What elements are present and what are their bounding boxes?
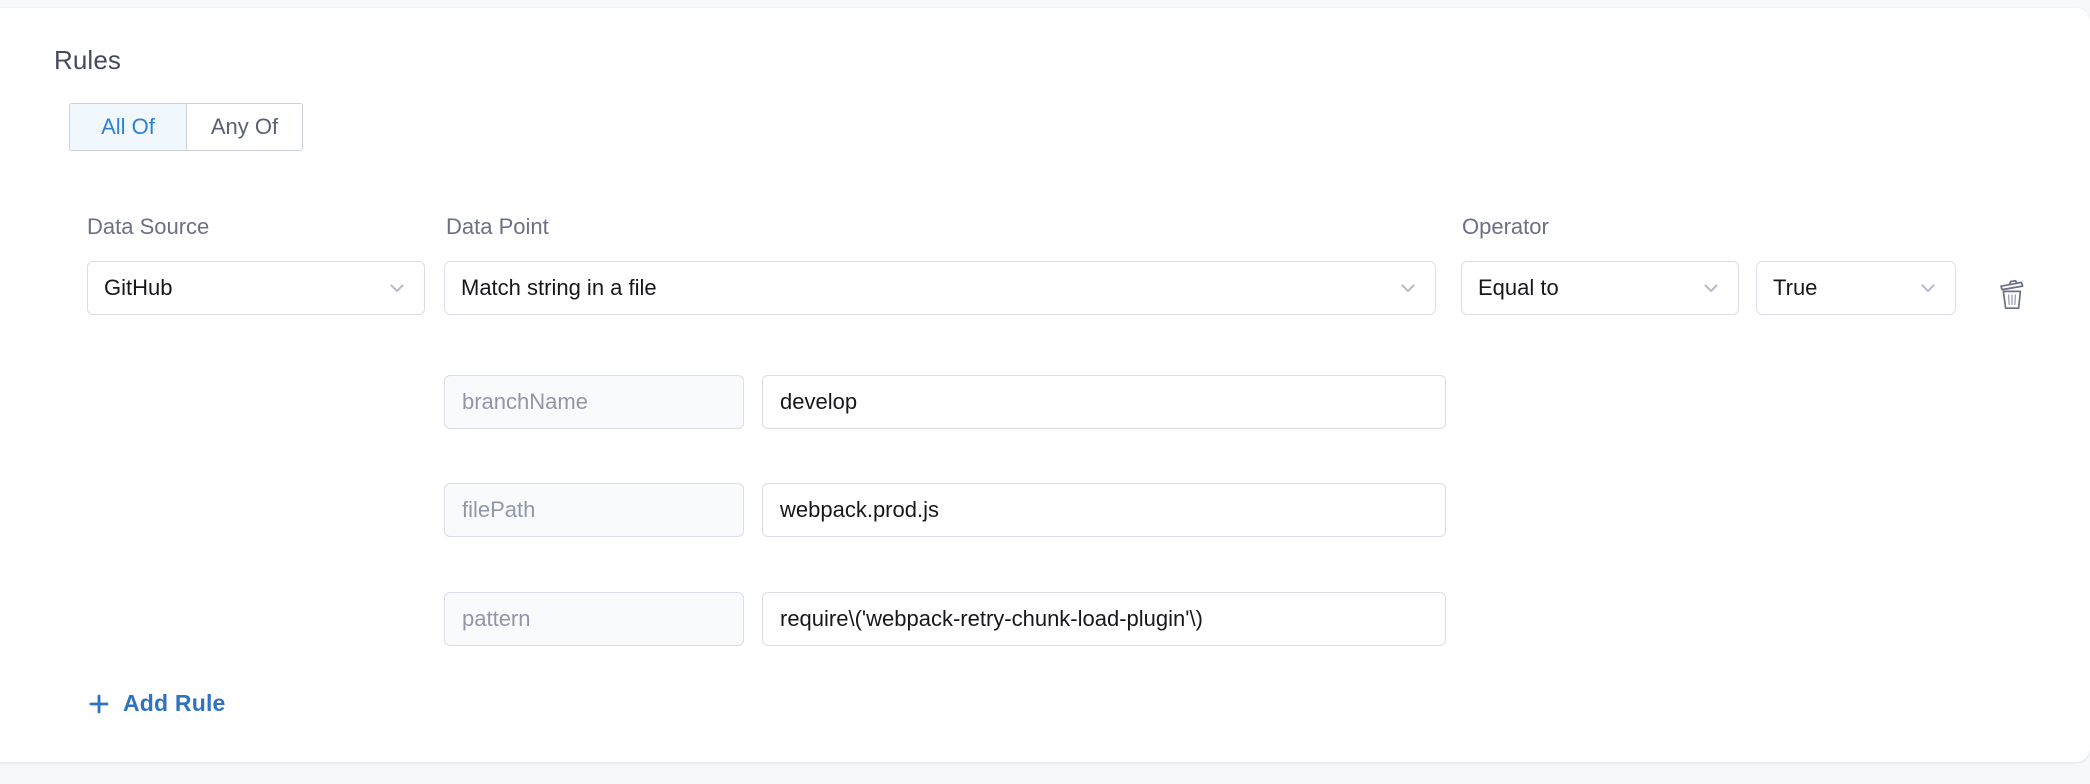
trash-icon (1996, 277, 2030, 313)
operator-value-select[interactable]: True (1756, 261, 1956, 315)
data-point-label: Data Point (446, 214, 549, 239)
parameter-value-filepath[interactable]: webpack.prod.js (762, 483, 1446, 537)
delete-rule-button[interactable] (1990, 272, 2036, 318)
data-point-value: Match string in a file (461, 275, 657, 300)
chevron-down-icon (1917, 277, 1939, 299)
data-source-select[interactable]: GitHub (87, 261, 425, 315)
data-point-select[interactable]: Match string in a file (444, 261, 1436, 315)
match-mode-any-of[interactable]: Any Of (186, 104, 302, 150)
chevron-down-icon (1397, 277, 1419, 299)
page-title: Rules (54, 45, 121, 75)
parameter-value-branchname[interactable]: develop (762, 375, 1446, 429)
parameter-key-branchname: branchName (444, 375, 744, 429)
match-mode-all-of[interactable]: All Of (70, 104, 186, 150)
operator-label: Operator (1462, 214, 1549, 239)
add-rule-label: Add Rule (123, 690, 226, 716)
chevron-down-icon (386, 277, 408, 299)
match-mode-segmented-control[interactable]: All Of Any Of (69, 103, 303, 151)
plus-icon (87, 692, 111, 716)
parameter-value-pattern[interactable]: require\('webpack-retry-chunk-load-plugi… (762, 592, 1446, 646)
data-source-value: GitHub (104, 275, 173, 300)
parameter-key-filepath: filePath (444, 483, 744, 537)
parameter-key-pattern: pattern (444, 592, 744, 646)
operator-value: Equal to (1478, 275, 1559, 300)
rules-card-content: Rules All Of Any Of Data Source Data Poi… (14, 0, 2090, 754)
chevron-down-icon (1700, 277, 1722, 299)
operator-select[interactable]: Equal to (1461, 261, 1739, 315)
operator-value-selected: True (1773, 275, 1818, 300)
add-rule-button[interactable]: Add Rule (87, 690, 226, 717)
data-source-label: Data Source (87, 214, 210, 239)
